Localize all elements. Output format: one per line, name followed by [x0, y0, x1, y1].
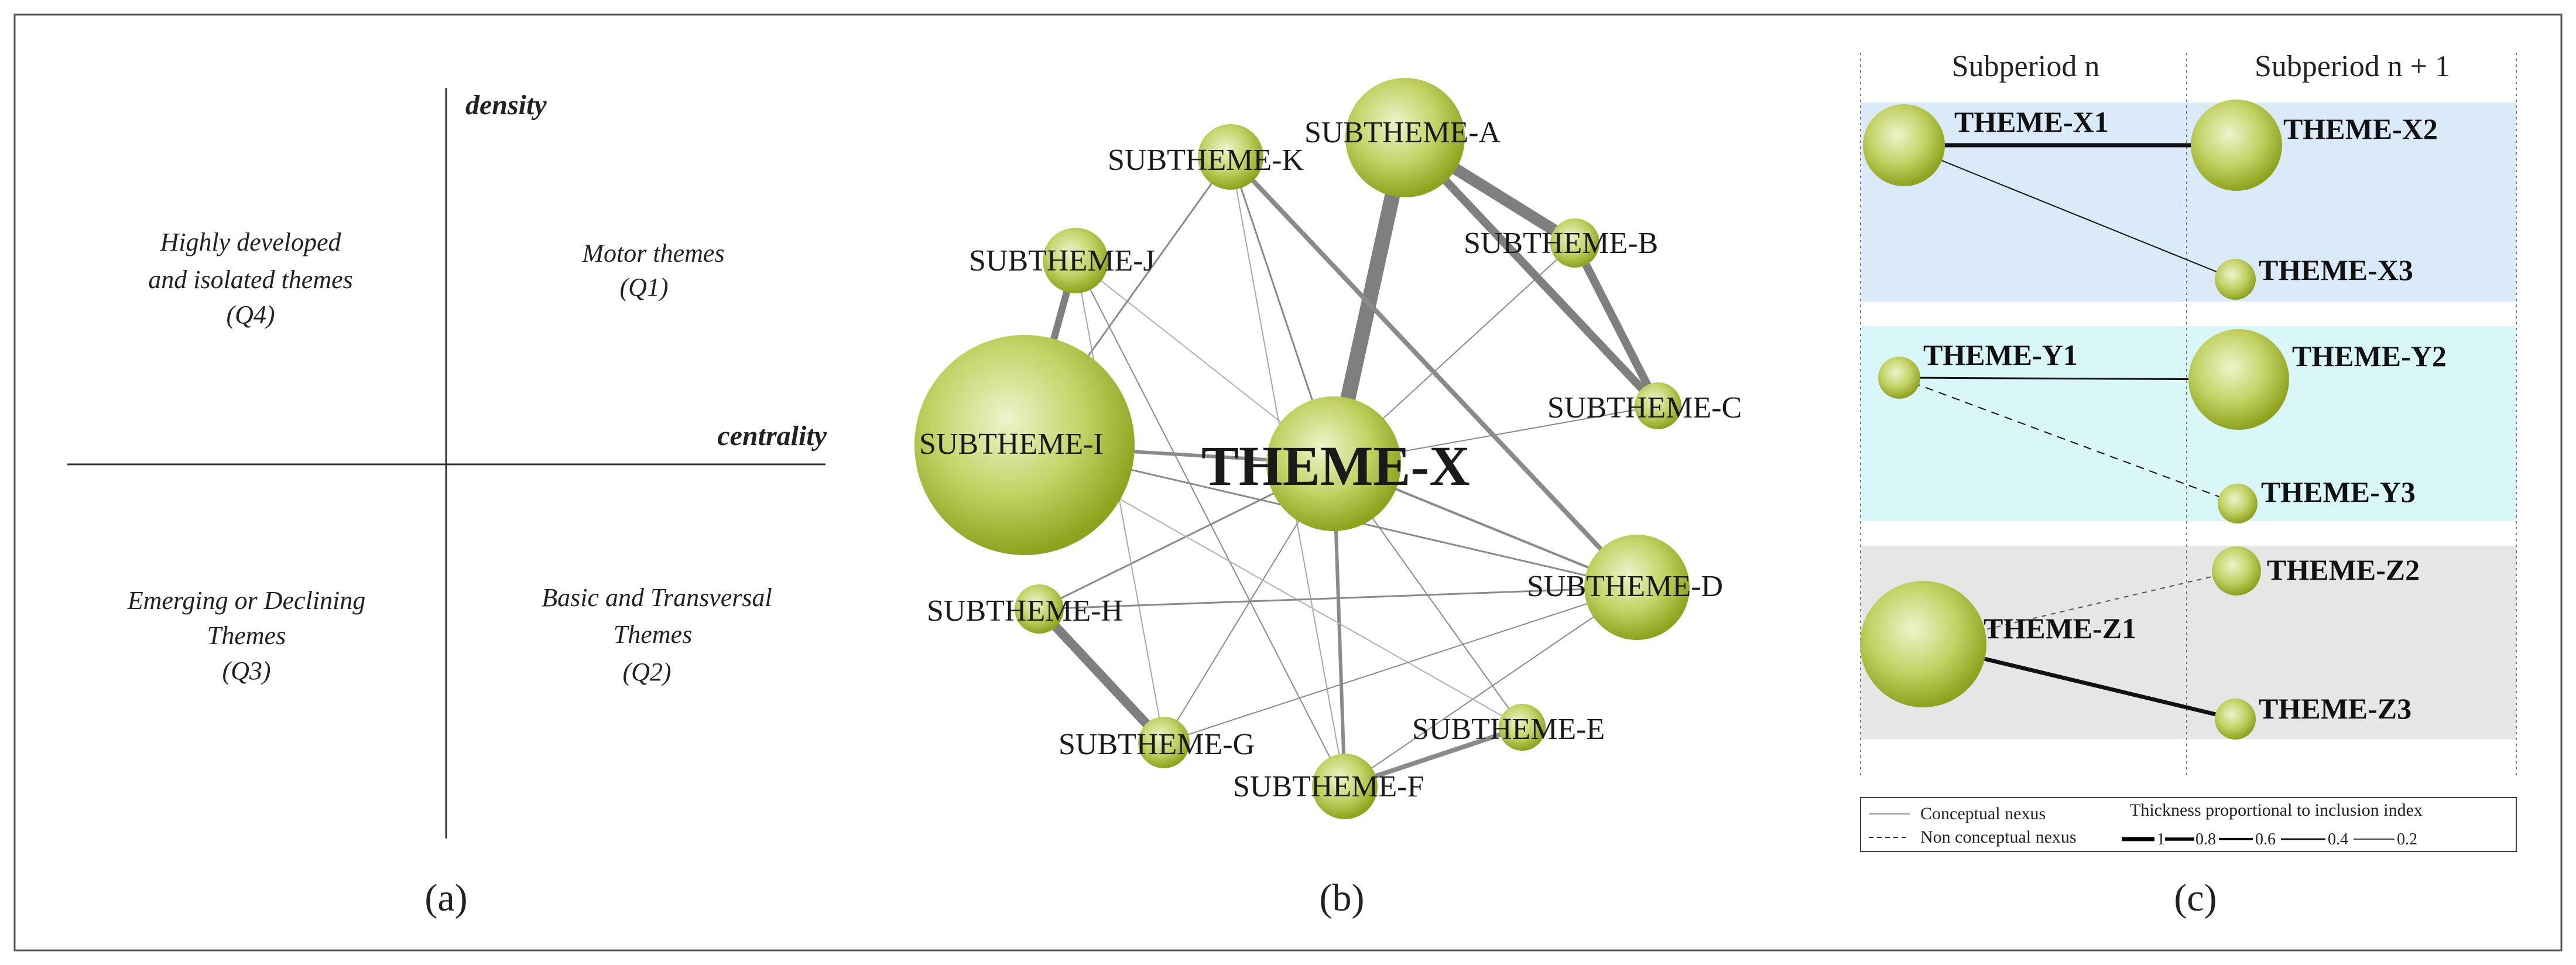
node-theme-x3: [2215, 259, 2256, 300]
legend-scale-label-02: 0.2: [2397, 830, 2417, 848]
network-labels: SUBTHEME-A SUBTHEME-K SUBTHEME-J SUBTHEM…: [919, 116, 1742, 803]
label-theme-y1: THEME-Y1: [1923, 338, 2078, 371]
label-subtheme-a: SUBTHEME-A: [1304, 116, 1501, 149]
node-subtheme-c: [1635, 382, 1681, 429]
label-theme-x1: THEME-X1: [1954, 105, 2109, 138]
link-y1-y2: [1899, 377, 2239, 381]
quadrant-q2: Basic and Transversal Themes (Q2): [542, 583, 772, 686]
edge-k-d: [1228, 155, 1639, 590]
edge-j-f: [1075, 260, 1345, 787]
header-subperiod-n1: Subperiod n + 1: [2255, 50, 2450, 83]
label-subtheme-f: SUBTHEME-F: [1233, 770, 1424, 803]
evolution-labels: THEME-X1 THEME-X2 THEME-X3 THEME-Y1 THEM…: [1923, 105, 2447, 725]
label-theme-x2: THEME-X2: [2283, 112, 2438, 145]
quadrant-q4: Highly developed and isolated themes (Q4…: [148, 228, 353, 329]
caption-a: (a): [424, 877, 467, 919]
band-x: [1861, 102, 2516, 302]
svg-text:Highly developed: Highly developed: [159, 228, 341, 256]
panel-a: density centrality Highly developed and …: [67, 88, 827, 919]
node-theme-x: [1266, 396, 1401, 531]
svg-text:Emerging or Declining: Emerging or Declining: [127, 586, 366, 615]
node-subtheme-h: [1015, 584, 1064, 634]
node-subtheme-b: [1550, 218, 1599, 268]
edge-h-g: [1034, 604, 1169, 747]
label-theme-x: THEME-X: [1201, 434, 1470, 497]
legend: Conceptual nexus Non conceptual nexus Th…: [1860, 797, 2517, 852]
panel-b: SUBTHEME-A SUBTHEME-K SUBTHEME-J SUBTHEM…: [914, 78, 1742, 919]
label-theme-z1: THEME-Z1: [1984, 612, 2136, 645]
svg-text:Themes: Themes: [207, 621, 286, 650]
node-theme-y1: [1878, 357, 1920, 399]
band-y: [1861, 326, 2516, 521]
label-subtheme-g: SUBTHEME-G: [1059, 728, 1255, 761]
node-theme-z3: [2215, 699, 2256, 740]
label-subtheme-k: SUBTHEME-K: [1108, 143, 1304, 177]
node-theme-x2: [2191, 100, 2282, 191]
node-subtheme-g: [1138, 717, 1190, 768]
axis-label-density: density: [465, 90, 547, 121]
evolution-links: [1899, 143, 2239, 721]
label-theme-z2: THEME-Z2: [2267, 553, 2420, 586]
legend-scale-label-08: 0.8: [2195, 830, 2216, 848]
label-subtheme-b: SUBTHEME-B: [1464, 227, 1658, 260]
label-theme-z3: THEME-Z3: [2259, 692, 2411, 725]
edge-a-c: [1401, 134, 1662, 410]
node-theme-x1: [1863, 104, 1945, 186]
label-theme-y2: THEME-Y2: [2292, 340, 2447, 372]
svg-text:Themes: Themes: [614, 620, 692, 649]
evolution-nodes: [1860, 100, 2289, 740]
caption-c: (c): [2174, 877, 2217, 919]
legend-box: [1860, 797, 2517, 852]
label-subtheme-h: SUBTHEME-H: [927, 594, 1123, 628]
axis-label-centrality: centrality: [717, 420, 827, 451]
caption-b: (b): [1320, 877, 1365, 919]
edge-j-g: [1075, 260, 1164, 743]
node-theme-y3: [2218, 484, 2258, 523]
network-nodes: [914, 78, 1690, 819]
link-z1-z2: [1923, 570, 2237, 645]
legend-non-conceptual-label: Non conceptual nexus: [1920, 827, 2077, 847]
legend-scale-label-1: 1: [2157, 830, 2165, 848]
label-subtheme-d: SUBTHEME-D: [1527, 570, 1723, 603]
node-subtheme-d: [1584, 535, 1690, 640]
svg-text:Motor themes: Motor themes: [581, 239, 724, 268]
edge-h-d: [1038, 586, 1638, 610]
quadrant-q1: Motor themes (Q1): [581, 239, 724, 302]
link-x1-x3: [1903, 145, 2236, 280]
label-subtheme-e: SUBTHEME-E: [1412, 713, 1605, 746]
edge-g-d: [1163, 587, 1638, 743]
svg-text:and isolated themes: and isolated themes: [148, 265, 353, 294]
legend-scale-label-04: 0.4: [2328, 830, 2348, 848]
label-theme-y3: THEME-Y3: [2261, 475, 2416, 508]
panel-c: Subperiod n Subperiod n + 1 THEME-X1 THE…: [1860, 50, 2517, 919]
node-subtheme-e: [1499, 704, 1546, 751]
legend-scale-label-06: 0.6: [2255, 830, 2276, 848]
svg-text:(Q4): (Q4): [226, 300, 275, 329]
svg-text:(Q2): (Q2): [622, 658, 671, 686]
edge-b-c: [1571, 239, 1662, 410]
node-theme-z1: [1860, 581, 1986, 707]
label-subtheme-c: SUBTHEME-C: [1547, 391, 1742, 425]
label-subtheme-j: SUBTHEME-J: [969, 244, 1155, 278]
node-subtheme-a: [1345, 78, 1465, 197]
node-subtheme-j: [1043, 228, 1108, 293]
node-subtheme-k: [1198, 124, 1263, 190]
label-theme-x3: THEME-X3: [2259, 254, 2413, 286]
quadrant-q3: Emerging or Declining Themes (Q3): [127, 586, 366, 685]
svg-text:(Q1): (Q1): [619, 273, 668, 302]
node-subtheme-i: [914, 335, 1135, 555]
svg-text:(Q3): (Q3): [222, 656, 270, 685]
header-subperiod-n: Subperiod n: [1952, 50, 2100, 83]
node-theme-y2: [2188, 329, 2289, 430]
legend-conceptual-label: Conceptual nexus: [1920, 804, 2046, 823]
svg-text:Basic and Transversal: Basic and Transversal: [542, 583, 772, 612]
node-subtheme-f: [1312, 754, 1378, 819]
legend-thickness-title: Thickness proportional to inclusion inde…: [2130, 800, 2423, 820]
label-subtheme-i: SUBTHEME-I: [919, 427, 1104, 461]
node-theme-z2: [2212, 546, 2261, 596]
edge-f-d: [1344, 587, 1638, 787]
link-y1-y3: [1899, 377, 2238, 504]
